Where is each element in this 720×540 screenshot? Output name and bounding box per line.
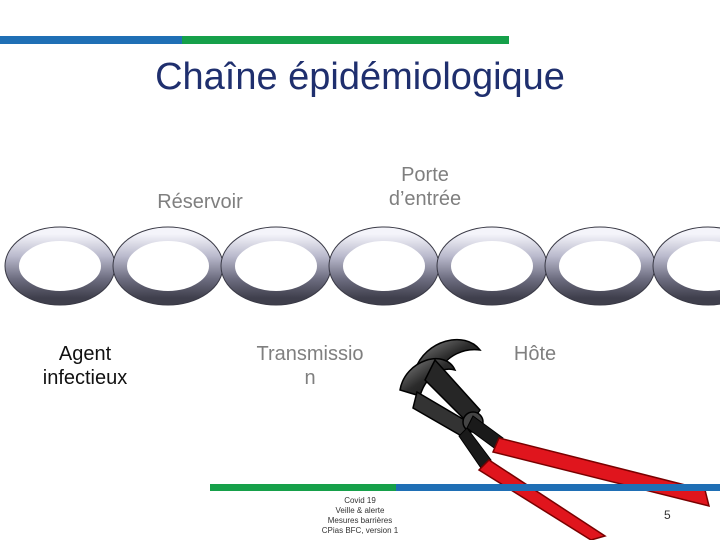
chain-link (113, 227, 223, 305)
chain-link (437, 227, 547, 305)
chain-link (653, 227, 720, 305)
bottom-blue-bar (396, 484, 720, 491)
chain-link (329, 227, 439, 305)
pliers-icon (399, 339, 711, 540)
chain-icon (4, 226, 720, 306)
footer-line2: Veille & alerte (335, 506, 385, 515)
chain-link (221, 227, 331, 305)
label-transmission: Transmissio n (225, 342, 395, 390)
label-agent-infectieux: Agent infectieux (10, 342, 160, 390)
footer-line3: Mesures barrières (327, 516, 393, 525)
footer-line4: CPias BFC, version 1 (321, 526, 399, 535)
bottom-green-bar (210, 484, 396, 491)
chain-link (5, 227, 115, 305)
page-title: Chaîne épidémiologique (155, 56, 565, 98)
label-porte-entree: Porte d’entrée (350, 163, 500, 211)
chain-link (545, 227, 655, 305)
footer-note: Covid 19 Veille & alerte Mesures barrièr… (300, 496, 420, 536)
label-transmission-line2: n (304, 367, 316, 389)
label-agent-line2: infectieux (42, 367, 128, 389)
label-reservoir: Réservoir (157, 191, 243, 213)
top-green-bar (182, 36, 509, 44)
top-blue-bar (0, 36, 182, 44)
label-agent-line1: Agent (58, 343, 112, 365)
label-porte-line2: d’entrée (388, 188, 462, 210)
label-hote: Hôte (513, 343, 557, 365)
chain-link-outline (652, 226, 720, 306)
label-porte-line1: Porte (401, 164, 449, 186)
label-transmission-line1: Transmissio (256, 343, 364, 365)
page-number: 5 (664, 508, 671, 522)
footer-line1: Covid 19 (344, 496, 376, 505)
